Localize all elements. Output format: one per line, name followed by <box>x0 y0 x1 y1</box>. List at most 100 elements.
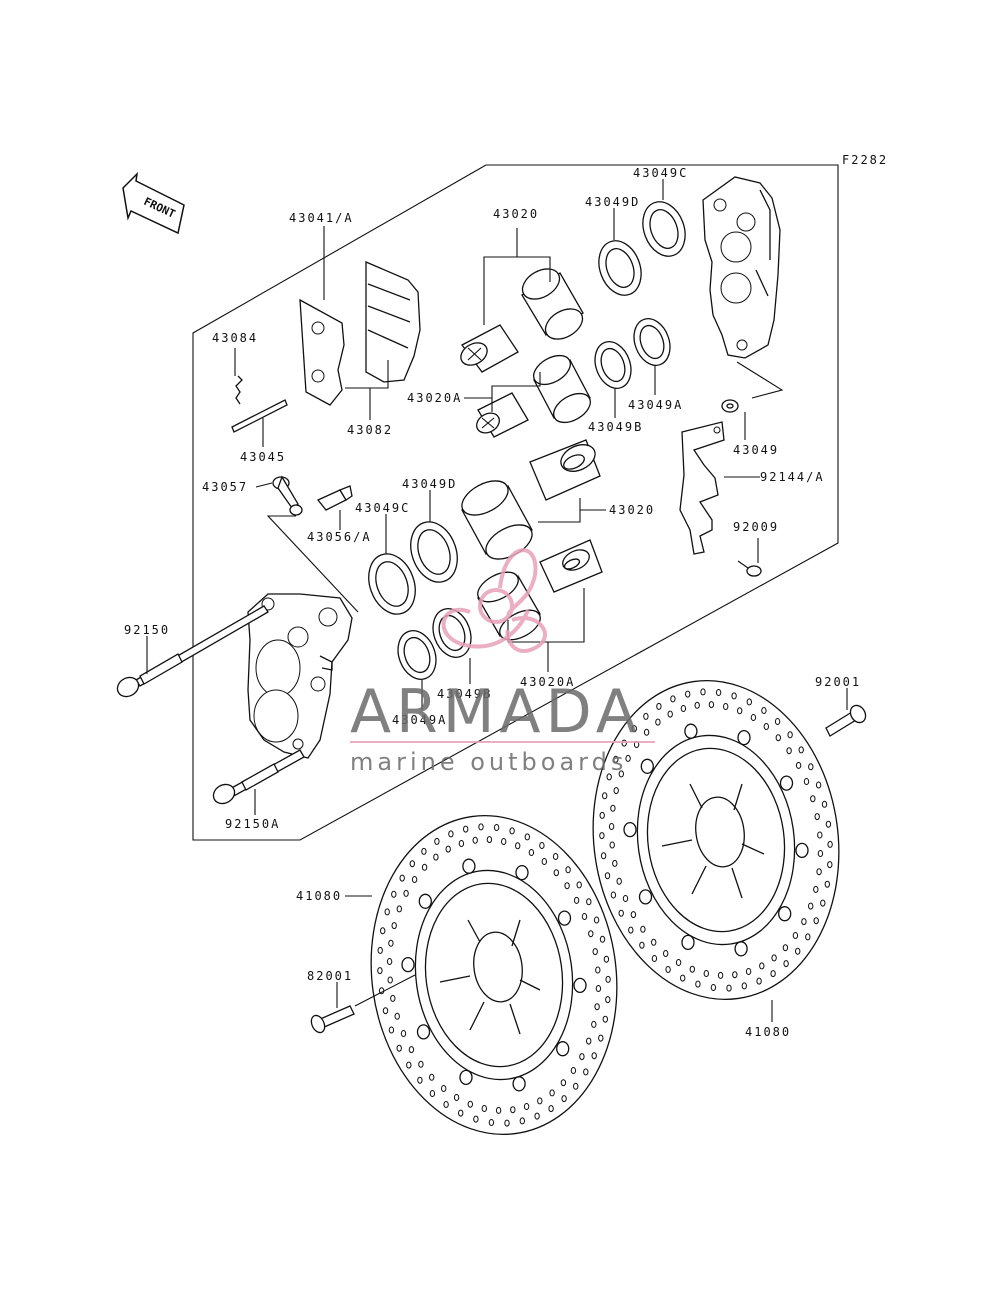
drill-hole <box>801 918 807 926</box>
seal-43049d-top <box>598 240 642 296</box>
drill-hole <box>599 935 606 943</box>
drill-hole <box>384 908 390 916</box>
drill-hole <box>388 939 394 947</box>
drill-hole <box>418 1060 424 1068</box>
drill-hole <box>408 1046 415 1054</box>
drill-hole <box>445 845 451 853</box>
drill-hole <box>759 962 765 970</box>
drill-hole <box>510 1106 516 1114</box>
disc-bolt-head <box>734 941 748 957</box>
drill-hole <box>827 861 833 869</box>
drill-hole <box>817 850 824 857</box>
drill-hole <box>825 820 832 828</box>
drill-hole <box>570 1067 577 1074</box>
drill-hole <box>604 872 611 880</box>
drill-hole <box>595 985 602 992</box>
drill-hole <box>560 1079 567 1087</box>
drill-hole <box>680 974 686 982</box>
drill-hole <box>433 853 439 861</box>
disc-bolt-head <box>401 956 415 973</box>
drill-hole <box>810 795 816 803</box>
watermark: ARMADA marine outboards <box>350 548 655 776</box>
drill-hole <box>583 1068 589 1076</box>
drill-hole <box>763 723 769 730</box>
seal-43049a-low <box>397 630 437 680</box>
drill-hole <box>595 966 601 974</box>
drill-hole <box>386 958 393 965</box>
drill-hole <box>775 734 781 742</box>
bracket-92144a <box>679 421 725 555</box>
drill-hole <box>382 1007 389 1015</box>
drill-hole <box>493 824 500 831</box>
drill-hole <box>501 838 507 845</box>
drill-hole <box>409 860 415 868</box>
insulator-43020a-top <box>476 392 529 438</box>
label-43020a-top: 43020A <box>407 391 462 405</box>
drill-hole <box>406 1061 412 1069</box>
disc-bolt-head <box>418 893 432 909</box>
drill-hole <box>782 944 789 952</box>
label-43049c-top: 43049C <box>633 166 688 180</box>
drill-hole <box>504 1119 510 1127</box>
piston-43020-top <box>521 268 584 340</box>
drill-hole <box>539 842 545 849</box>
drill-hole <box>399 874 405 882</box>
drill-hole <box>808 902 814 910</box>
label-43082: 43082 <box>347 423 393 437</box>
drill-hole <box>651 938 657 946</box>
insulator-43020-low <box>529 439 601 501</box>
drill-hole <box>665 966 671 973</box>
label-43049a-top: 43049A <box>628 398 683 412</box>
drill-hole <box>421 863 428 871</box>
drill-hole <box>820 899 826 907</box>
drill-hole <box>495 1106 502 1114</box>
disc-left-bolt-heads <box>401 858 587 1092</box>
label-43045: 43045 <box>240 450 286 464</box>
drill-hole <box>708 701 715 709</box>
disc-right-bolt-heads <box>623 723 809 957</box>
disc-bolt-head <box>623 821 637 838</box>
brake-disc-left <box>370 814 618 1136</box>
disc-bolt-head <box>737 729 751 746</box>
drill-hole <box>814 813 820 821</box>
drill-hole <box>591 1052 597 1060</box>
drill-hole <box>602 792 608 800</box>
drill-hole <box>700 688 706 696</box>
drill-hole <box>770 970 776 978</box>
drill-hole <box>792 932 799 939</box>
drill-hole <box>805 933 811 941</box>
drill-hole <box>750 714 757 721</box>
seal-43049a-top <box>633 318 671 366</box>
drill-hole <box>588 930 594 938</box>
drill-hole <box>808 763 814 771</box>
drill-hole <box>643 712 649 720</box>
label-92150: 92150 <box>124 623 170 637</box>
drill-hole <box>786 747 792 755</box>
clip-43084 <box>235 375 243 405</box>
label-43049d-low: 43049D <box>402 477 457 491</box>
disc-bolt-head <box>684 723 698 739</box>
drill-hole <box>723 703 729 710</box>
drill-hole <box>640 925 646 933</box>
seal-43049c-top <box>642 201 686 257</box>
drill-hole <box>396 1044 402 1052</box>
drill-hole <box>639 941 645 949</box>
pin-43045 <box>231 399 288 433</box>
drill-hole <box>417 1076 423 1084</box>
drill-hole <box>726 984 732 992</box>
drill-hole <box>579 1053 585 1061</box>
drill-hole <box>534 1112 540 1120</box>
drill-hole <box>741 982 747 990</box>
drill-hole <box>618 909 624 917</box>
drill-hole <box>576 881 582 889</box>
drill-hole <box>586 1037 592 1045</box>
drill-hole <box>391 922 397 930</box>
drill-hole <box>824 880 830 888</box>
bolt-92009 <box>737 560 762 577</box>
label-92009: 92009 <box>733 520 779 534</box>
brake-disc-right <box>592 679 840 1001</box>
drill-hole <box>610 804 616 812</box>
caliper-half-left <box>247 593 353 759</box>
drill-hole <box>680 705 687 712</box>
drill-hole <box>434 837 440 845</box>
